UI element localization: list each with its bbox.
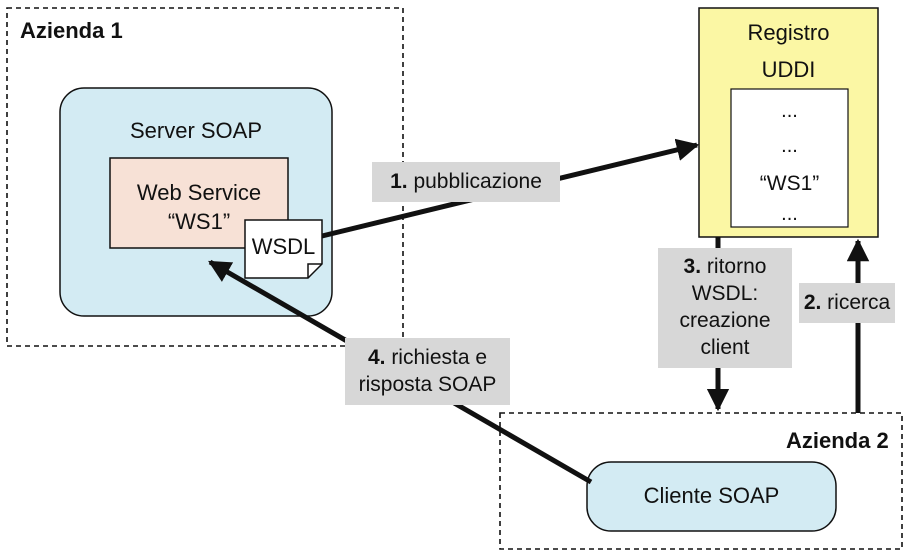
step3-label: 3. ritorno WSDL: creazione client <box>658 248 792 368</box>
registry-entry: “WS1” <box>759 172 820 195</box>
step1-label: 1. pubblicazione <box>372 162 560 202</box>
step2-number: 2. <box>803 291 822 314</box>
step3-line4: client <box>700 336 750 359</box>
step3-number: 3. <box>683 255 702 278</box>
step3-line3: creazione <box>679 309 771 332</box>
registry-title: Registro <box>747 20 830 45</box>
step4-label: 4. richiesta e risposta SOAP <box>345 338 510 405</box>
company1-boundary <box>6 7 404 347</box>
company1-label: Azienda 1 <box>20 18 123 43</box>
wsdl-label: WSDL <box>251 234 316 259</box>
step2-label: 2. ricerca <box>799 283 895 323</box>
step4-line2: risposta SOAP <box>358 373 497 396</box>
cliente-soap-label: Cliente SOAP <box>643 483 780 508</box>
step3-text: ritorno <box>706 255 767 278</box>
step3-line2: WSDL: <box>691 282 759 305</box>
step1-text: pubblicazione <box>413 170 542 193</box>
server-soap-label: Server SOAP <box>129 118 263 143</box>
registry-subtitle: UDDI <box>761 57 816 82</box>
wsdl-folded-corner <box>307 263 322 278</box>
step4-number: 4. <box>367 346 386 369</box>
company2-boundary <box>499 412 903 550</box>
registry-entry: ... <box>781 135 798 157</box>
web-service-name: “WS1” <box>167 209 231 234</box>
step1-number: 1. <box>390 170 408 193</box>
step4-text: richiesta e <box>391 346 488 369</box>
registry-list-panel <box>730 88 849 228</box>
registry-entry: ... <box>781 100 798 122</box>
company2-label: Azienda 2 <box>786 428 889 453</box>
registry-entry: ... <box>781 203 798 225</box>
step2-text: ricerca <box>827 291 891 314</box>
wsdl-document-icon <box>244 219 323 279</box>
cliente-soap-box <box>586 461 837 532</box>
web-service-title: Web Service <box>136 180 262 205</box>
